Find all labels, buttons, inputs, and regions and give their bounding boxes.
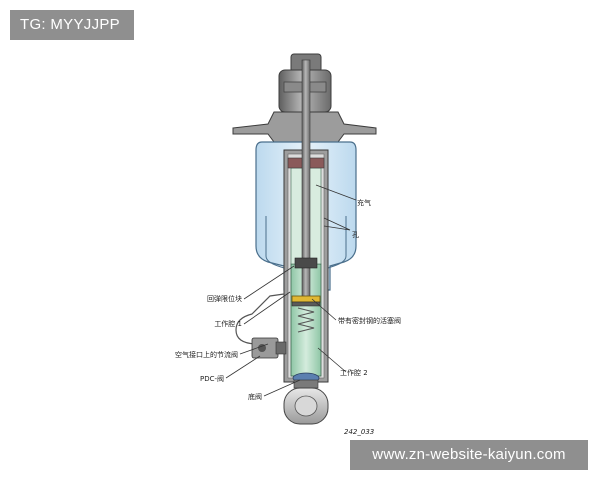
valve-spring [297,307,315,333]
watermark-top: TG: MYYJJPP [10,10,134,40]
label-piston-valve: 带有密封钢的活塞阀 [338,316,401,325]
bottom-eye-mount [283,387,329,425]
label-hole: 孔 [352,231,359,239]
label-bump-stop: 回弹限位块 [207,294,242,303]
pdc-valve-assembly [235,293,287,359]
watermark-bottom: www.zn-website-kaiyun.com [350,440,588,470]
base-valve [292,372,320,389]
rebound-stop-block [294,257,318,269]
label-pdc-valve: PDC-阀 [200,374,224,383]
leader-lines [225,184,357,397]
piston-with-seal [291,295,321,307]
label-base-valve: 底阀 [248,392,262,401]
diagram-labels: 充气 孔 回弹限位块 工作腔 1 带有密封钢的活塞阀 空气接口上的节流阀 PDC… [175,198,401,436]
figure-id: 242_033 [344,428,374,436]
label-air: 充气 [357,198,371,207]
label-work-chamber-2: 工作腔 2 [340,368,368,377]
label-air-port-valve: 空气接口上的节流阀 [175,350,238,359]
label-work-chamber-1: 工作腔 1 [214,319,242,328]
